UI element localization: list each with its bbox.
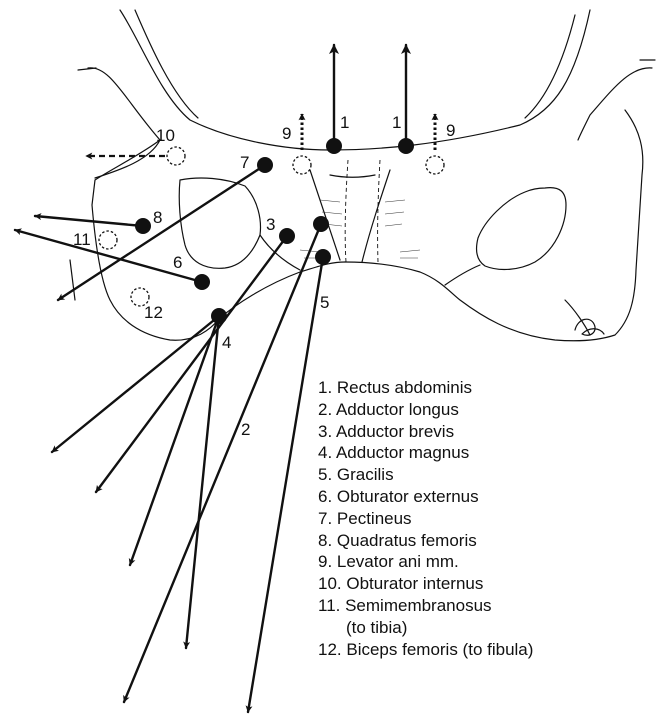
- label-12: 12: [144, 303, 163, 322]
- label-6: 6: [173, 253, 182, 272]
- arrow-8: [35, 216, 143, 226]
- label-9-left: 9: [282, 124, 291, 143]
- point-11: [99, 231, 117, 249]
- label-10: 10: [156, 126, 175, 145]
- arrow-5: [248, 257, 323, 712]
- point-2: [313, 216, 329, 232]
- legend-item-9: 9. Levator ani mm.: [318, 551, 648, 573]
- legend-item-4: 4. Adductor magnus: [318, 442, 648, 464]
- point-3: [279, 228, 295, 244]
- legend-item-11-note: (to tibia): [318, 617, 648, 639]
- arrow-3: [96, 236, 287, 492]
- dashed-arrows: [86, 114, 435, 156]
- point-1-right: [398, 138, 414, 154]
- label-1-right: 1: [392, 113, 401, 132]
- legend-item-1: 1. Rectus abdominis: [318, 377, 648, 399]
- point-1-left: [326, 138, 342, 154]
- legend: 1. Rectus abdominis 2. Adductor longus 3…: [318, 377, 648, 660]
- legend-item-11: 11. Semimembranosus: [318, 595, 648, 617]
- legend-item-12: 12. Biceps femoris (to fibula): [318, 639, 648, 661]
- legend-item-8: 8. Quadratus femoris: [318, 530, 648, 552]
- point-5: [315, 249, 331, 265]
- point-4: [211, 308, 227, 324]
- label-1-left: 1: [340, 113, 349, 132]
- point-9-left: [293, 156, 311, 174]
- legend-item-6: 6. Obturator externus: [318, 486, 648, 508]
- label-3: 3: [266, 215, 275, 234]
- arrow-2: [124, 224, 321, 702]
- legend-item-2: 2. Adductor longus: [318, 399, 648, 421]
- label-11: 11: [73, 230, 91, 249]
- legend-item-3: 3. Adductor brevis: [318, 421, 648, 443]
- point-8: [135, 218, 151, 234]
- point-6: [194, 274, 210, 290]
- label-8: 8: [153, 208, 162, 227]
- label-5: 5: [320, 293, 329, 312]
- label-7: 7: [240, 153, 249, 172]
- legend-item-10: 10. Obturator internus: [318, 573, 648, 595]
- point-7: [257, 157, 273, 173]
- point-10: [167, 147, 185, 165]
- label-2: 2: [241, 420, 250, 439]
- label-4: 4: [222, 333, 231, 352]
- pelvis-outline: [70, 10, 655, 341]
- legend-item-7: 7. Pectineus: [318, 508, 648, 530]
- label-9-right: 9: [446, 121, 455, 140]
- point-9-right: [426, 156, 444, 174]
- legend-item-5: 5. Gracilis: [318, 464, 648, 486]
